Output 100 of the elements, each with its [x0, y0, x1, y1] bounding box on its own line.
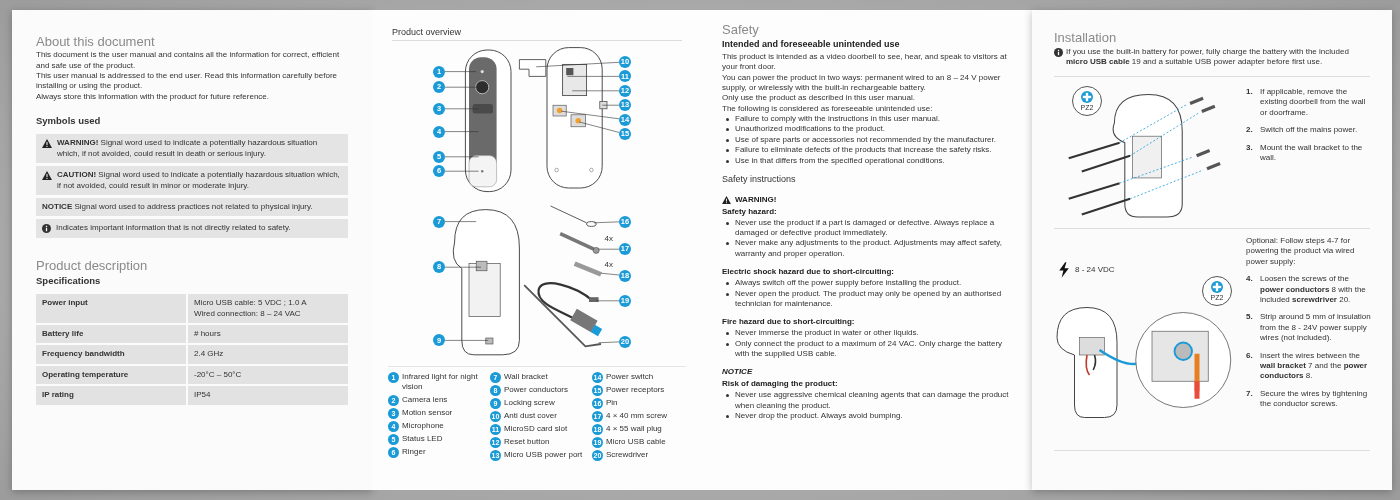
notice-band: [36, 219, 348, 238]
body-text: The following is considered as foreseeable unintended use:: [722, 103, 934, 115]
hazard-heading: Fire hazard due to short-circuiting:: [722, 316, 856, 329]
part-name: Pin: [606, 398, 618, 409]
body-text: Always store this information with the product for future reference.: [36, 91, 270, 103]
body-text: Only use the product as described in this user manual.: [722, 93, 916, 104]
notice-heading: NOTICE: [722, 366, 754, 379]
leader-line: [444, 340, 489, 341]
part-name: Power receptors: [606, 385, 665, 396]
leader-line: [571, 90, 620, 92]
part-name: Reset button: [504, 437, 550, 448]
leader-line: [444, 266, 482, 268]
bullet-text: Always switch off the power supply before installing the product.: [735, 278, 962, 289]
notice-band: [36, 134, 348, 164]
leader-line: [444, 221, 477, 222]
subheading: Safety instructions: [722, 173, 797, 187]
leader-line: [567, 76, 620, 77]
leader-line: [593, 221, 620, 224]
cell-text: Micro USB cable: 5 VDC ; 1.0 A: [194, 298, 308, 309]
quantity-label: 4x: [604, 234, 614, 243]
notice-text: NOTICE Signal word used to address practices not related to physical injury.: [42, 202, 313, 213]
bullet-text: Unauthorized modifications to the product.: [735, 124, 885, 135]
bullet-text: Never use the product if a part is damaged or defective. Always replace a damaged or defective product immediately.: [735, 217, 996, 239]
bullet-text: Never make any adjustments to the product. Adjustments may affect safety, warranty and proper operation.: [735, 238, 1003, 260]
leader-line: [444, 71, 477, 72]
leader-line: [444, 108, 479, 110]
section-heading: Product description: [36, 257, 149, 275]
step-text: Secure the wires by tightening the conductor screws.: [1260, 388, 1369, 410]
bullet-text: Use in that differs from the specified operational conditions.: [735, 155, 945, 167]
notice-band: [36, 166, 348, 195]
leader-line: [561, 110, 620, 120]
leader-line: [598, 341, 620, 344]
part-name: 4 × 55 wall plug: [606, 424, 662, 435]
leader-line: [600, 272, 620, 276]
bullet-text: Never open the product. The product may only be opened by an authorised technician for maintenance.: [735, 288, 1003, 310]
info-text: If you use the built-in battery for power, fully charge the battery with the included micro USB cable 19 and a suitable USB power adapter before first use.: [1066, 47, 1350, 68]
part-name: Locking screw: [504, 398, 555, 409]
accessories-drawing: [523, 205, 603, 348]
cell-text: IP rating: [42, 390, 75, 401]
cell-text: Wired connection: 8 – 24 VAC: [194, 308, 302, 320]
doorbell-front-drawing: [464, 49, 512, 193]
section-heading: Safety: [722, 22, 760, 39]
part-name: Power conductors: [504, 385, 569, 396]
voltage-label: 8 - 24 VDC: [1075, 264, 1115, 276]
part-name: Screwdriver: [606, 450, 649, 461]
body-text: This user manual is addressed to the end user. Read this information carefully before installing or using the product.: [36, 71, 339, 92]
body-text: This product is intended as a video doorbell to see, hear, and speak to visitors at your front door.: [722, 51, 1008, 73]
part-name: Status LED: [402, 433, 443, 445]
part-name: MicroSD card slot: [504, 424, 568, 435]
part-name: Motion sensor: [402, 407, 453, 419]
section-heading: Installation: [1054, 30, 1117, 47]
part-name: Micro USB power port: [504, 450, 583, 461]
part-name: Infrared light for night vision: [402, 372, 479, 393]
leader-line: [444, 170, 479, 172]
step-text: Insert the wires between the wall bracket 7 and the power conductors 8.: [1260, 350, 1369, 382]
subheading: Intended and foreseeable unintended use: [722, 38, 901, 52]
leader-line: [535, 62, 620, 68]
leader-line: [579, 121, 620, 133]
body-text: This document is the user manual and contains all the information for correct, efficient and safe use of the product.: [36, 50, 341, 72]
bullet-text: Never drop the product. Always avoid bumping.: [735, 411, 903, 422]
step-number: 6.: [1246, 350, 1254, 361]
body-text: You can power the product in two ways: permanent wired to an 8 – 24 V power supply, or wirelessly with the built-in rechargeable battery.: [722, 72, 1002, 94]
quantity-label: 4x: [604, 261, 614, 270]
warning-heading: WARNING!: [735, 193, 777, 206]
part-name: 4 × 40 mm screw: [606, 411, 668, 422]
step-text: Strip around 5 mm of insulation from the 8 - 24V power supply wires (not included).: [1260, 312, 1372, 344]
step-number: 7.: [1246, 388, 1254, 400]
cell-text: Operating temperature: [42, 369, 130, 381]
part-name: Anti dust cover: [504, 411, 557, 422]
step-text: Switch off the mains power.: [1260, 125, 1358, 136]
cell-text: -20°C – 50°C: [194, 369, 243, 381]
bullet-text: Failure to eliminate defects of the products that increase the safety risks.: [735, 145, 992, 156]
bullet-text: Use of spare parts or accessories not recommended by the manufacturer.: [735, 134, 996, 146]
cell-text: Frequency bandwidth: [42, 349, 126, 360]
cell-text: 2.4 GHz: [194, 349, 225, 360]
step-text: Mount the wall bracket to the wall.: [1260, 142, 1364, 164]
step-number: 4.: [1246, 274, 1254, 285]
notice-text: CAUTION! Signal word used to indicate a potentially hazardous situation which, if not avoided, could result in minor or moderate injury.: [57, 170, 341, 191]
bullet-text: Never use aggressive chemical cleaning agents that can damage the product when cleaning the product.: [735, 390, 1010, 412]
hazard-heading: Electric shock hazard due to short-circuiting:: [722, 266, 896, 279]
leader-line: [444, 86, 478, 88]
part-name: Ringer: [402, 446, 426, 458]
cell-text: # hours: [194, 329, 222, 340]
cell-text: IP54: [194, 390, 212, 401]
notice-text: Indicates important information that is not directly related to safety.: [56, 223, 291, 234]
wall-bracket-drawing: [452, 209, 520, 356]
instruction-text: Optional: Follow steps 4-7 for powering the product via wired power supply:: [1246, 236, 1356, 268]
subheading: Symbols used: [36, 114, 102, 129]
part-name: Wall bracket: [504, 372, 548, 383]
part-name: Micro USB cable: [606, 437, 666, 448]
step-text: If applicable, remove the existing doorbell from the wall or doorframe.: [1260, 87, 1367, 119]
leader-line: [595, 300, 620, 302]
cell-text: Power input: [42, 298, 89, 309]
section-heading: About this document: [36, 34, 156, 51]
leader-line: [598, 248, 620, 250]
notice-text: WARNING! Signal word used to indicate a potentially hazardous situation which, if not avoided, could result in death or serious injury.: [57, 138, 319, 160]
leader-line: [444, 156, 479, 158]
leader-line: [601, 104, 620, 106]
part-name: Power switch: [606, 372, 654, 383]
part-name: Microphone: [402, 420, 444, 432]
